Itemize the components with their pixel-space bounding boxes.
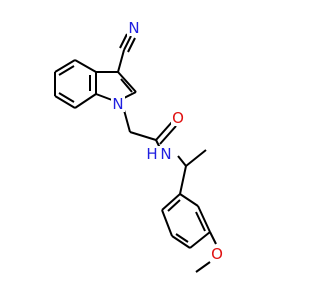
- nitrile-bond-1: [123, 35, 132, 51]
- indole-n-label: N: [112, 95, 123, 113]
- bonds-layer: [54, 33, 217, 273]
- aryl-c4-c5-double-bond: [175, 233, 189, 243]
- aryl-c6-c1-double-bond: [167, 199, 181, 212]
- c2-n1-bond: [123, 91, 137, 99]
- c4-c5-bond: [54, 59, 76, 73]
- nitrile-bond-3: [119, 33, 128, 49]
- carbonyl-bond-2: [159, 125, 177, 145]
- amide-n-label: N: [160, 145, 171, 163]
- amide-n-ch-bond: [177, 155, 187, 167]
- aryl-c1-c2-bond: [179, 193, 199, 207]
- nitrile-bond-2: [127, 37, 136, 53]
- aryl-c2-c3-bond: [197, 205, 211, 233]
- indole-n-label-bg: [111, 96, 125, 112]
- amide-o-label-bg: [171, 110, 185, 126]
- amide-nh-label-bg: [144, 146, 174, 162]
- c4-c5-double-bond: [58, 65, 75, 76]
- atom-labels-layer: N N O H N O: [111, 19, 224, 263]
- ether-o-methyl-bond: [195, 261, 211, 273]
- carbonyl-bond-1: [155, 121, 173, 141]
- c3-to-nitrile-c-bond: [117, 49, 125, 73]
- ch-methyl-bond: [185, 149, 207, 167]
- ether-o-label-bg: [210, 246, 224, 262]
- ether-o-label: O: [211, 245, 223, 263]
- c7a-n1-bond: [95, 93, 113, 101]
- aryl-c5-c6-bond: [161, 209, 173, 237]
- c7-c7a-bond: [74, 93, 97, 109]
- molecule-structure-drawing: N N O H N O: [54, 19, 224, 273]
- aryl-c2-c3-double-bond: [195, 211, 206, 232]
- aryl-ether-o-bond: [209, 231, 217, 245]
- aryl-c4-c5-bond: [171, 235, 191, 249]
- amide-o-label: O: [172, 109, 184, 127]
- aryl-c3-c4-bond: [189, 231, 211, 249]
- n1-ch2-bond: [123, 109, 131, 133]
- nitrile-n-label-bg: [127, 20, 141, 36]
- aryl-c6-c1-bond: [161, 193, 181, 211]
- c3-c2-bond: [117, 71, 137, 93]
- ch-aryl-bond: [179, 165, 187, 195]
- ch2-carbonyl-bond: [129, 131, 157, 141]
- amide-h-label: H: [146, 145, 157, 163]
- c6-c7-bond: [54, 95, 76, 109]
- nitrile-n-label: N: [128, 19, 139, 37]
- c6-c7-double-bond: [58, 92, 75, 103]
- c3-c2-double-bond: [120, 78, 133, 93]
- c3a-c4-bond: [74, 59, 97, 73]
